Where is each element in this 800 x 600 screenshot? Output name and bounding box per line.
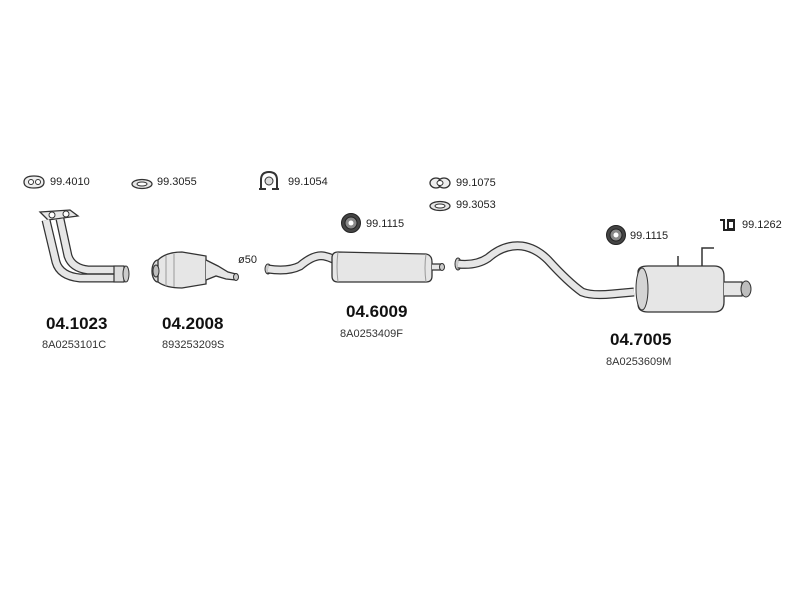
diameter-label: ø50 [238,254,257,266]
hardware-code: 99.1115 [630,230,669,242]
oem-number-front-pipe: 8A0253101C [42,339,107,351]
part-number-catalytic-converter: 04.2008 [162,314,224,333]
ring-gasket-icon [429,200,451,212]
double-ring-icon [429,177,451,189]
catalytic-converter-drawing [151,251,239,289]
rubber-hanger-icon [606,225,626,245]
rear-silencer-drawing [454,241,752,313]
u-clamp-icon [259,170,279,190]
hardware-code: 99.4010 [50,176,90,188]
front-pipe-drawing [38,209,130,283]
bracket-icon [720,219,735,231]
part-number-front-pipe: 04.1023 [46,314,108,333]
hardware-code: 99.1262 [742,219,782,231]
part-number-middle-silencer: 04.6009 [346,302,408,321]
middle-silencer-drawing [264,251,445,283]
oem-number-middle-silencer: 8A0253409F [340,328,403,340]
hardware-code: 99.1054 [288,176,328,188]
hardware-code: 99.1115 [366,218,405,230]
oem-number-catalytic-converter: 893253209S [162,339,225,351]
hardware-code: 99.1075 [456,177,496,189]
hardware-code: 99.3053 [456,199,496,211]
part-number-rear-silencer: 04.7005 [610,330,672,349]
rubber-hanger-icon [341,213,361,233]
oem-number-rear-silencer: 8A0253609M [606,356,672,368]
hardware-code: 99.3055 [157,176,197,188]
gasket-flange-icon [23,175,45,189]
ring-gasket-icon [131,178,153,190]
